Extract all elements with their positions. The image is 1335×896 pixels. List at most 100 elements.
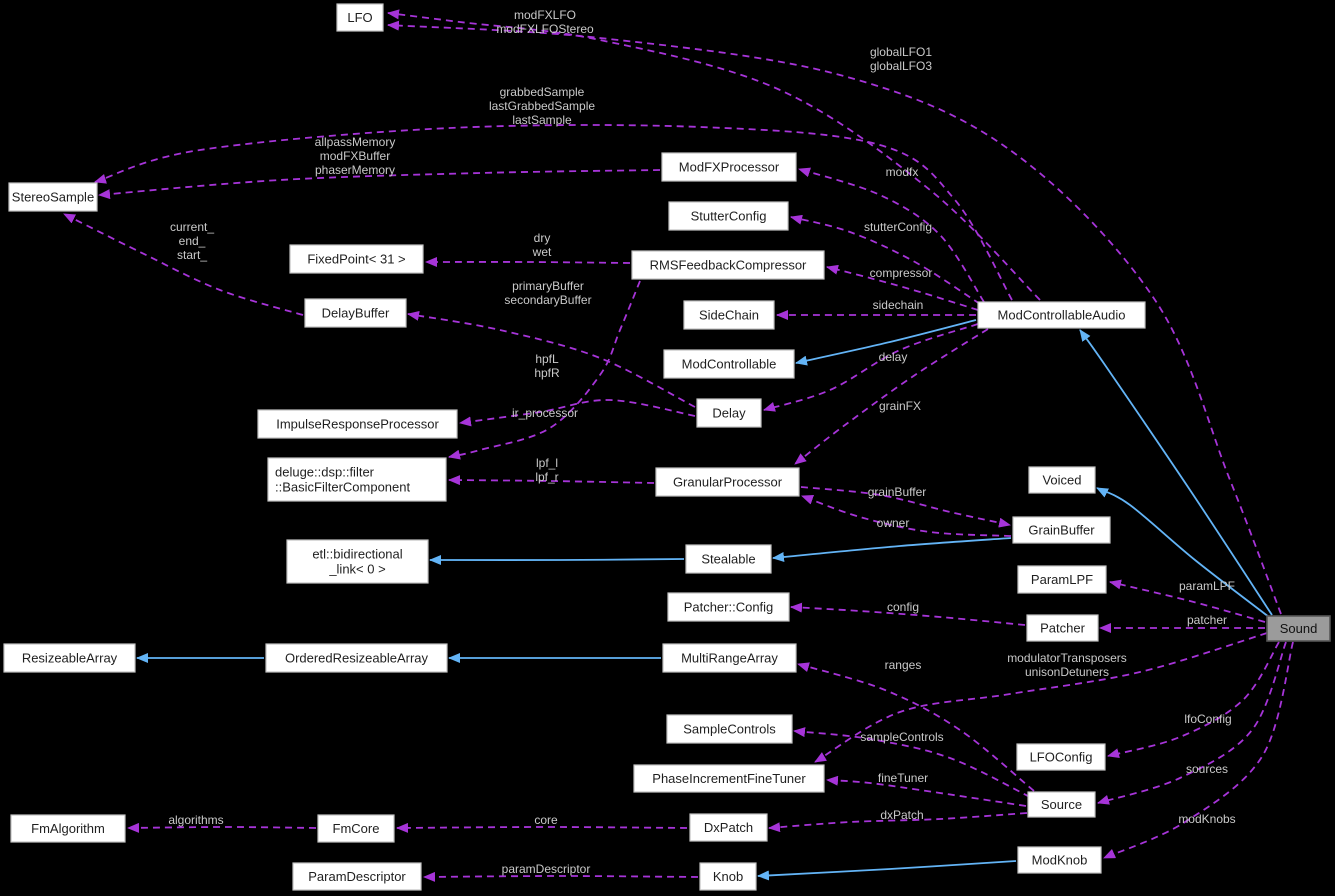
node-FmAlgorithm[interactable]: FmAlgorithm [10,814,126,843]
node-FixedPoint[interactable]: FixedPoint< 31 > [289,244,424,274]
node-box-StutterConfig[interactable] [668,201,789,231]
node-PatcherConfig[interactable]: Patcher::Config [667,592,790,622]
node-Knob[interactable]: Knob [699,862,757,891]
node-box-LFOConfig[interactable] [1016,743,1106,771]
edge-Sound-ModKnob-usage [1103,641,1294,859]
node-GrainBuffer[interactable]: GrainBuffer [1012,516,1111,544]
node-box-FmAlgorithm[interactable] [10,814,126,843]
node-box-SideChain[interactable] [683,300,775,330]
node-box-GrainBuffer[interactable] [1012,516,1111,544]
node-StutterConfig[interactable]: StutterConfig [668,201,789,231]
node-PhaseIncrementFineTuner[interactable]: PhaseIncrementFineTuner [633,764,825,793]
node-box-Knob[interactable] [699,862,757,891]
node-BasicFilterComponent[interactable]: deluge::dsp::filter::BasicFilterComponen… [267,457,447,502]
node-box-ModKnob[interactable] [1017,846,1102,874]
node-box-OrderedResizeableArray[interactable] [265,643,448,673]
node-box-ImpulseResponseProcessor[interactable] [257,409,458,439]
edge-RMSFeedbackCompressor-BasicFilterComponent-usage [448,280,641,460]
node-Delay[interactable]: Delay [696,398,762,428]
node-box-ResizeableArray[interactable] [3,643,136,673]
node-label-SideChain: SideChain [699,308,759,323]
node-FmCore[interactable]: FmCore [317,814,395,843]
node-label-FmAlgorithm: FmAlgorithm [31,821,105,836]
node-label-ModFXProcessor: ModFXProcessor [679,160,780,175]
node-LFO[interactable]: LFO [336,3,384,32]
node-box-Sound[interactable] [1266,615,1331,642]
node-box-FmCore[interactable] [317,814,395,843]
node-label-Delay: Delay [712,406,746,421]
node-SideChain[interactable]: SideChain [683,300,775,330]
node-Stealable[interactable]: Stealable [685,544,772,574]
node-box-ParamLPF[interactable] [1017,565,1107,594]
node-MultiRangeArray[interactable]: MultiRangeArray [662,643,797,673]
edge-ModControllableAudio-ModControllable-inheritance [795,319,977,366]
node-box-ParamDescriptor[interactable] [292,862,422,891]
edge-Sound-ModControllableAudio-inheritance [1079,329,1273,616]
node-box-Source[interactable] [1027,791,1096,818]
node-box-SampleControls[interactable] [666,714,793,744]
node-DxPatch[interactable]: DxPatch [689,813,768,842]
node-box-DelayBuffer[interactable] [304,298,407,328]
node-Source[interactable]: Source [1027,791,1096,818]
node-label-LFO: LFO [347,10,372,25]
edge-label-Source-DxPatch: dxPatch [880,808,923,822]
node-DelayBuffer[interactable]: DelayBuffer [304,298,407,328]
node-label-PatcherConfig: Patcher::Config [684,600,774,615]
node-Sound[interactable]: Sound [1266,615,1331,642]
node-box-Patcher[interactable] [1026,614,1099,642]
node-ModControllable[interactable]: ModControllable [663,349,795,379]
node-box-Voiced[interactable] [1028,466,1096,494]
node-box-GranularProcessor[interactable] [655,467,800,497]
node-GranularProcessor[interactable]: GranularProcessor [655,467,800,497]
node-Patcher[interactable]: Patcher [1026,614,1099,642]
node-SampleControls[interactable]: SampleControls [666,714,793,744]
node-box-Delay[interactable] [696,398,762,428]
edge-Sound-LFOConfig-usage [1107,641,1280,759]
node-box-ModControllableAudio[interactable] [977,301,1146,329]
node-OrderedResizeableArray[interactable]: OrderedResizeableArray [265,643,448,673]
node-box-PatcherConfig[interactable] [667,592,790,622]
node-ModControllableAudio[interactable]: ModControllableAudio [977,301,1146,329]
node-label-StutterConfig: StutterConfig [691,209,767,224]
node-label-StereoSample: StereoSample [12,190,94,205]
node-ResizeableArray[interactable]: ResizeableArray [3,643,136,673]
edge-ModControllableAudio-ModFXProcessor-usage [798,167,985,303]
node-box-RMSFeedbackCompressor[interactable] [631,250,825,280]
edge-RMSFeedbackCompressor-FixedPoint-usage [425,256,631,267]
edge-Knob-ParamDescriptor-usage [423,871,699,882]
node-box-PhaseIncrementFineTuner[interactable] [633,764,825,793]
node-ImpulseResponseProcessor[interactable]: ImpulseResponseProcessor [257,409,458,439]
node-StereoSample[interactable]: StereoSample [8,182,98,212]
node-LFOConfig[interactable]: LFOConfig [1016,743,1106,771]
node-box-ModControllable[interactable] [663,349,795,379]
edge-label-Patcher-PatcherConfig: config [887,600,919,614]
node-box-DxPatch[interactable] [689,813,768,842]
node-ParamDescriptor[interactable]: ParamDescriptor [292,862,422,891]
node-ParamLPF[interactable]: ParamLPF [1017,565,1107,594]
edge-label-GrainBuffer-GranularProcessor: owner [877,516,910,530]
node-ModFXProcessor[interactable]: ModFXProcessor [661,152,797,182]
node-box-BasicFilterComponent[interactable] [267,457,447,502]
node-box-Stealable[interactable] [685,544,772,574]
node-ModKnob[interactable]: ModKnob [1017,846,1102,874]
node-box-MultiRangeArray[interactable] [662,643,797,673]
node-box-ModFXProcessor[interactable] [661,152,797,182]
node-box-EtlBidirectionalLink[interactable] [286,539,429,584]
node-label-Sound: Sound [1280,621,1318,636]
node-box-FixedPoint[interactable] [289,244,424,274]
node-label-FmCore: FmCore [333,821,380,836]
node-box-LFO[interactable] [336,3,384,32]
node-RMSFeedbackCompressor[interactable]: RMSFeedbackCompressor [631,250,825,280]
node-box-StereoSample[interactable] [8,182,98,212]
node-Voiced[interactable]: Voiced [1028,466,1096,494]
node-EtlBidirectionalLink[interactable]: etl::bidirectional_link< 0 > [286,539,429,584]
edge-DelayBuffer-StereoSample-usage [63,213,304,316]
